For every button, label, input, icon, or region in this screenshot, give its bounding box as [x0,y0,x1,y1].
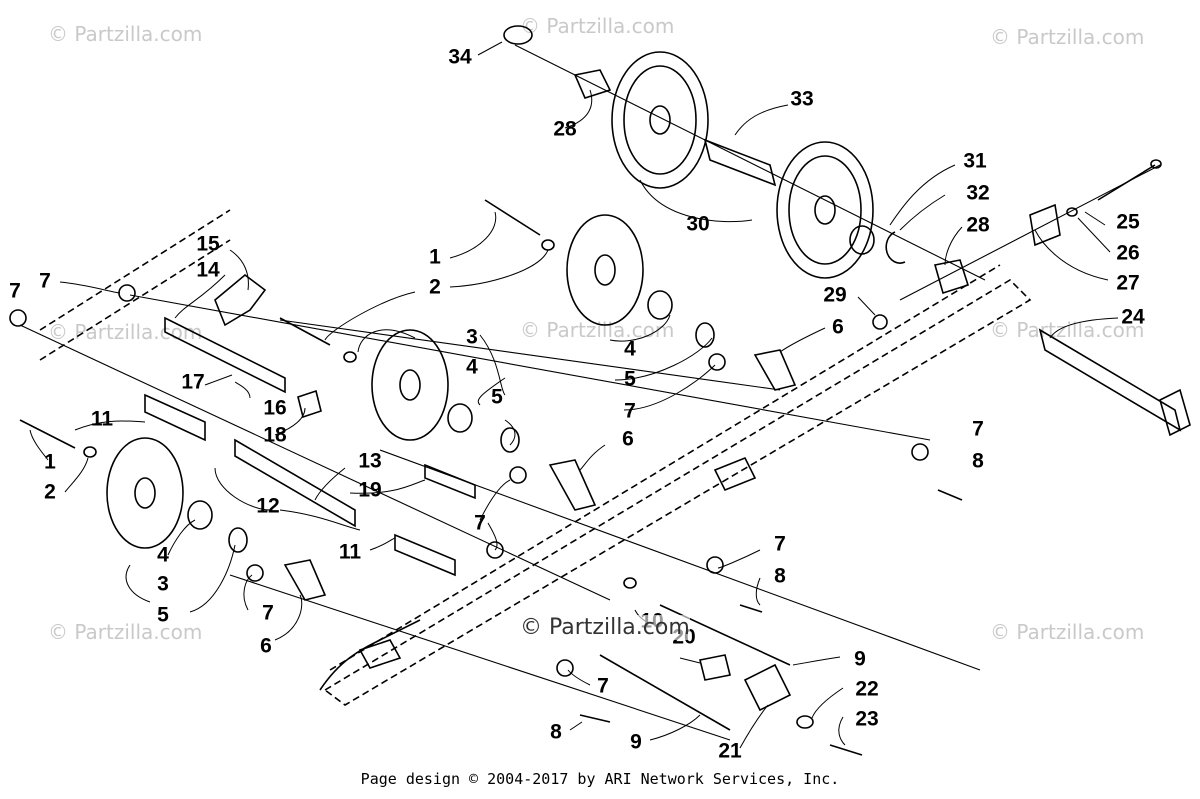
callout-label: 6 [260,635,272,658]
callout-label: 7 [39,270,51,293]
callout-label: 7 [597,675,609,698]
callout-label: 34 [448,46,472,69]
callout-label: 32 [966,182,989,205]
callout-label: 8 [774,565,786,588]
callout-label: 1 [429,246,441,269]
callout-label: 8 [972,450,984,473]
callout-label: 11 [91,408,114,431]
callout-label: 8 [550,721,562,744]
tension-bolt [1029,159,1162,247]
callout-label: 7 [624,400,636,423]
callout-label: 22 [855,678,878,701]
callout-label: 21 [718,740,742,763]
callout-label: 1 [44,451,56,474]
watermark-center: © Partzilla.com [520,615,690,640]
callout-label: 3 [157,573,169,596]
watermark-top-right: © Partzilla.com [990,25,1145,49]
callout-label: 2 [44,481,56,504]
callout-label: 7 [972,418,984,441]
arm-brackets [214,273,797,712]
callout-labels: 34 28 33 31 32 28 30 25 26 27 1 2 15 14 … [9,46,1145,763]
watermark-mid-right: © Partzilla.com [990,318,1145,342]
upper-idler-wheel-left [611,51,709,189]
callout-label: 24 [1121,306,1145,329]
callout-label: 23 [855,708,878,731]
callout-label: 7 [9,280,21,303]
callout-label: 5 [491,386,503,409]
callout-label: 7 [262,602,274,625]
callout-label: 5 [624,368,636,391]
callout-label: 9 [854,648,866,671]
callout-label: 28 [553,118,577,141]
rear-axle [1038,328,1191,437]
callout-label: 29 [823,284,846,307]
callout-label: 26 [1116,242,1139,265]
callout-label: 17 [181,371,204,394]
callout-label: 9 [630,731,642,754]
callout-label: 25 [1116,211,1140,234]
callout-label: 4 [624,338,636,361]
callout-label: 12 [256,495,279,518]
callout-label: 7 [474,512,486,535]
upper-idler-wheel-right [776,141,874,279]
watermark-low-right: © Partzilla.com [990,620,1145,644]
watermark-low-left: © Partzilla.com [48,620,203,644]
callout-label: 4 [157,544,169,567]
callout-label: 31 [963,150,987,173]
watermark-top-center: © Partzilla.com [520,14,675,38]
callout-label: 16 [263,397,286,420]
wheel-spacer-tube [703,138,777,187]
callout-label: 14 [196,259,220,282]
callout-label: 13 [358,450,381,473]
callout-label: 11 [339,541,362,564]
upper-hub-caps [503,25,970,295]
idler-wheel-lower-left [19,419,248,553]
idler-wheel-center [279,317,520,453]
callout-label: 27 [1116,272,1139,295]
callout-label: 28 [966,214,990,237]
callout-label: 18 [263,424,287,447]
assembly-centerlines [19,44,1161,741]
callout-label: 5 [157,604,169,627]
callout-label: 2 [429,276,441,299]
callout-label: 33 [790,88,813,111]
slide-rail [39,209,1032,706]
callout-label: 3 [466,326,478,349]
callout-label: 4 [466,356,478,379]
footer-copyright: Page design © 2004-2017 by ARI Network S… [360,770,840,788]
callout-label: 6 [622,428,634,451]
callout-label: 19 [358,479,381,502]
idler-wheel-top-middle [484,199,715,348]
cross-shafts [144,316,731,681]
callout-label: 7 [774,533,786,556]
leader-lines [29,41,1119,749]
watermark-mid-center: © Partzilla.com [520,318,675,342]
lock-nuts [9,284,929,677]
callout-label: 15 [196,233,220,256]
watermark-top-left: © Partzilla.com [48,22,203,46]
callout-label: 30 [686,213,709,236]
callout-label: 6 [832,316,844,339]
